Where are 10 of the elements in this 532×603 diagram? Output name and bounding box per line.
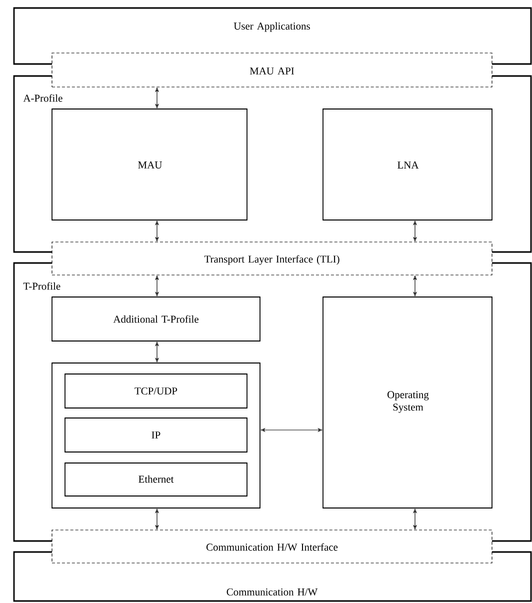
interface-box: Transport Layer Interface (TLI) bbox=[52, 242, 492, 276]
interface-box: MAU API bbox=[52, 52, 492, 88]
module-box: MAU bbox=[52, 108, 248, 220]
module-box: LNA bbox=[322, 108, 492, 220]
protocol-box: TCP/UDP bbox=[64, 374, 248, 408]
interface-box: Communication H/W Interface bbox=[52, 530, 492, 564]
protocol-box: Ethernet bbox=[64, 462, 248, 496]
module-box: Additional T-Profile bbox=[52, 296, 260, 342]
module-box: Operating System bbox=[322, 296, 492, 508]
protocol-box: IP bbox=[64, 418, 248, 452]
